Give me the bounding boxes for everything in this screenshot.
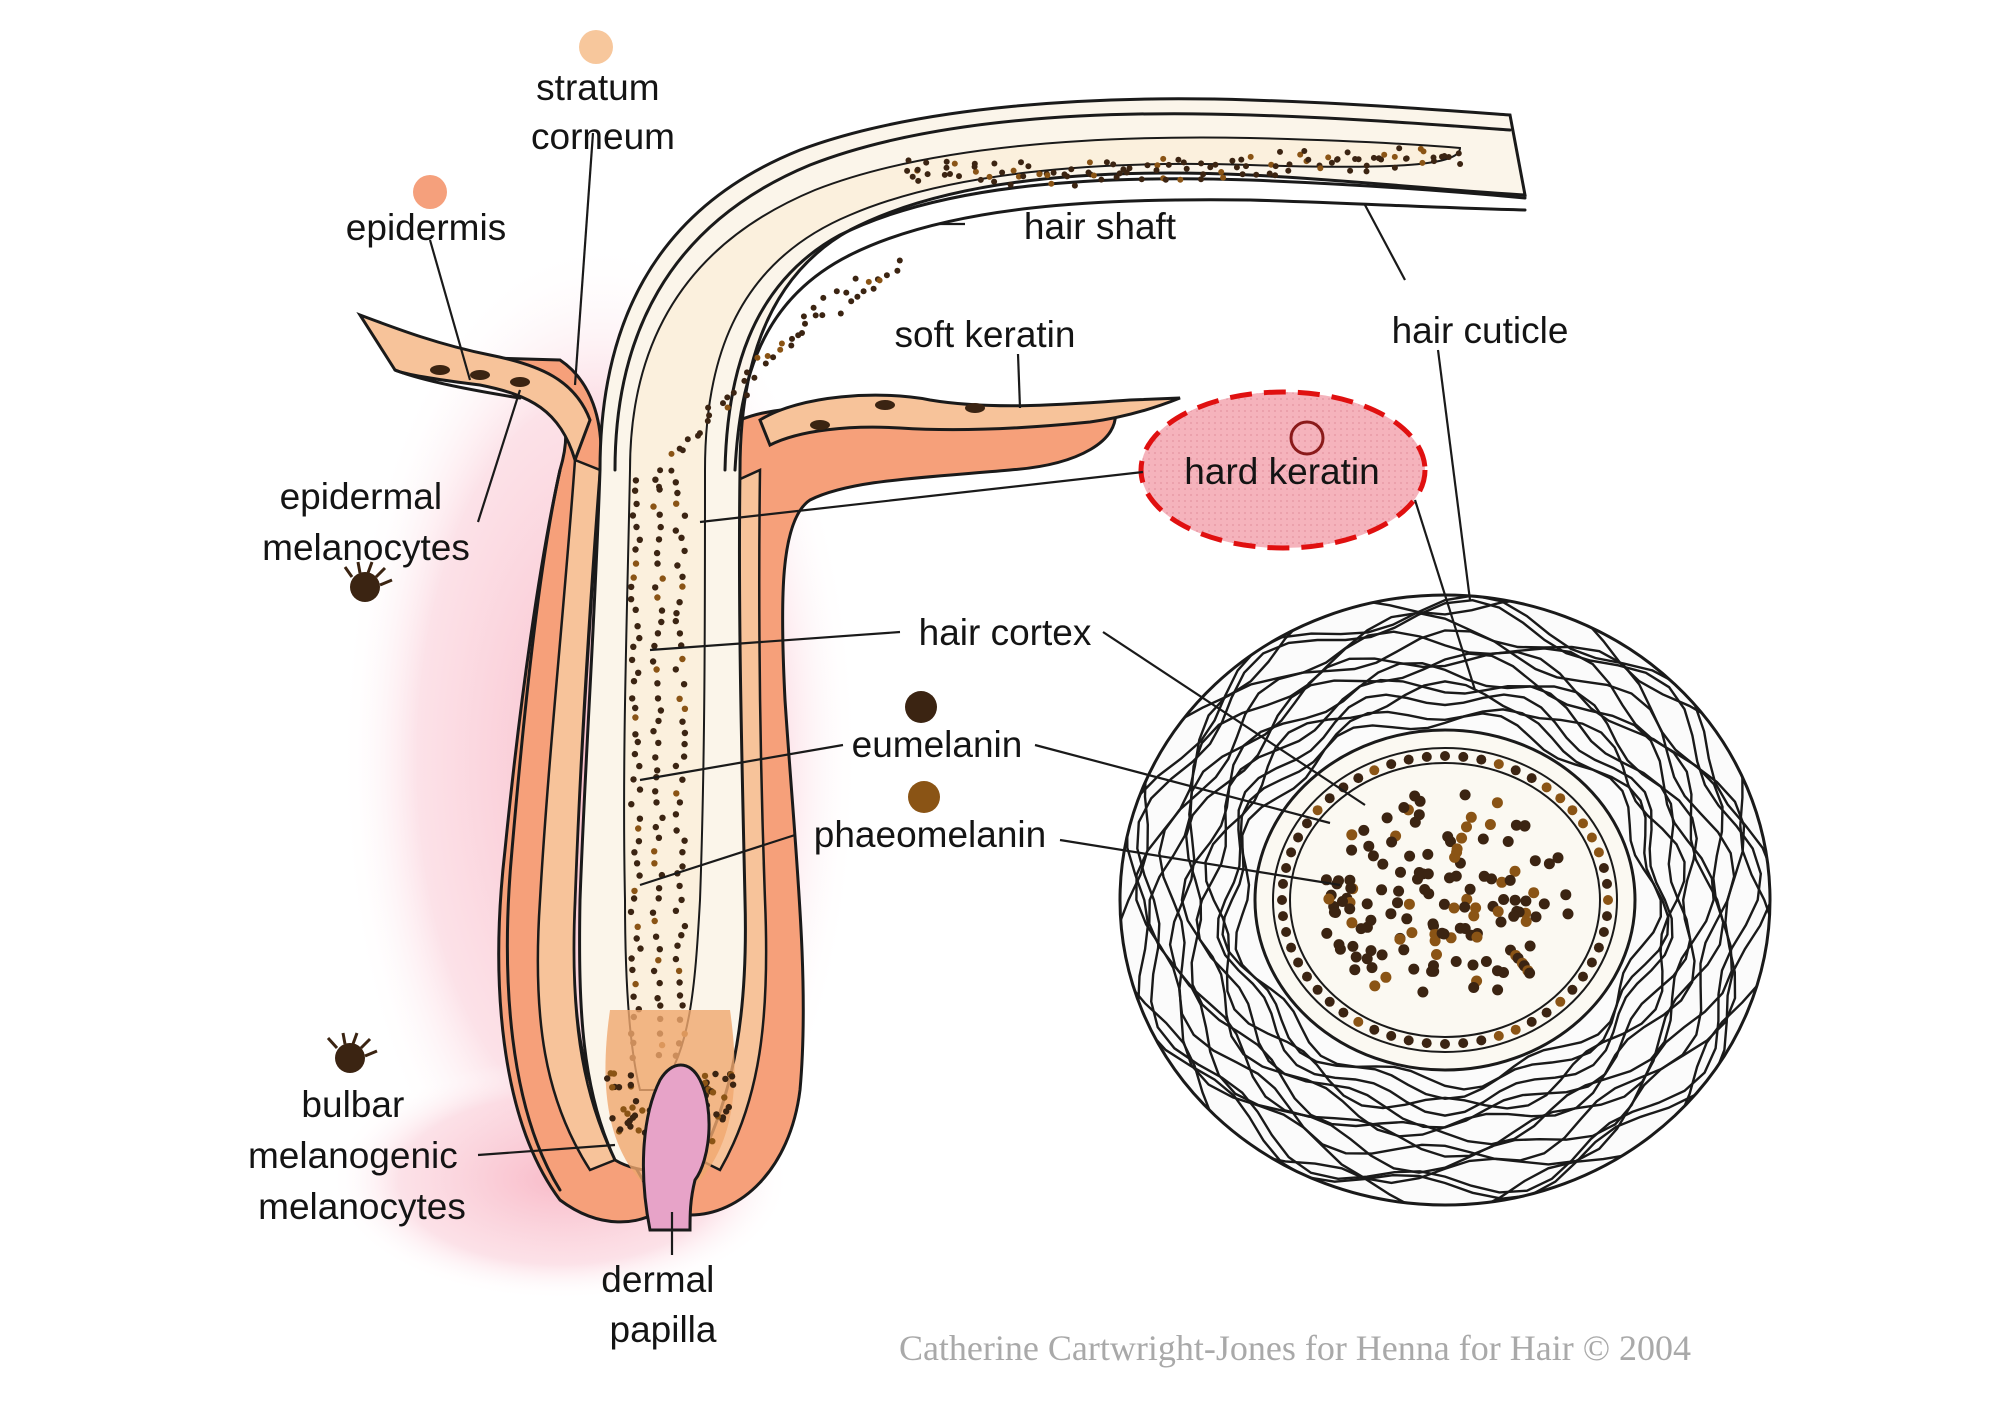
melanocyte-icon-epidermal [343, 561, 393, 602]
skin-surface-left [356, 312, 592, 465]
label-hard-keratin: hard keratin [1184, 451, 1379, 492]
highlight-marker-icon [1289, 420, 1325, 456]
label-epidermis: epidermis [346, 207, 506, 248]
melanocyte-icon-bulbar [326, 1032, 378, 1073]
credit-line: Catherine Cartwright-Jones for Henna for… [899, 1328, 1691, 1368]
legend-swatches [413, 30, 940, 813]
stratum-corneum-swatch [579, 30, 613, 64]
labels: stratum corneum epidermis hair shaft sof… [248, 67, 1691, 1368]
label-eumelanin: eumelanin [852, 724, 1023, 765]
label-stratum-corneum: stratum corneum [531, 67, 675, 157]
eumelanin-swatch [905, 691, 937, 723]
skin-surface-right [758, 393, 1181, 448]
hard-keratin-highlight [1138, 389, 1428, 551]
dermal-papilla-shape [641, 1063, 711, 1232]
label-phaeomelanin: phaeomelanin [814, 814, 1046, 855]
label-hair-cortex: hair cortex [919, 612, 1092, 653]
label-hair-cuticle: hair cuticle [1392, 310, 1569, 351]
leader-lines [428, 132, 1477, 1255]
label-bulbar-melanogenic-melanocytes: bulbar melanogenic melanocytes [248, 1084, 468, 1227]
epidermal-melanocyte-cells [430, 365, 985, 430]
phaeomelanin-swatch [908, 781, 940, 813]
epidermis-swatch [413, 175, 447, 209]
label-dermal-papilla: dermal papilla [601, 1259, 724, 1350]
hair-cross-section [1118, 593, 1772, 1207]
label-epidermal-melanocytes: epidermal melanocytes [262, 476, 470, 568]
label-soft-keratin: soft keratin [895, 314, 1076, 355]
label-hair-shaft: hair shaft [1024, 206, 1177, 247]
